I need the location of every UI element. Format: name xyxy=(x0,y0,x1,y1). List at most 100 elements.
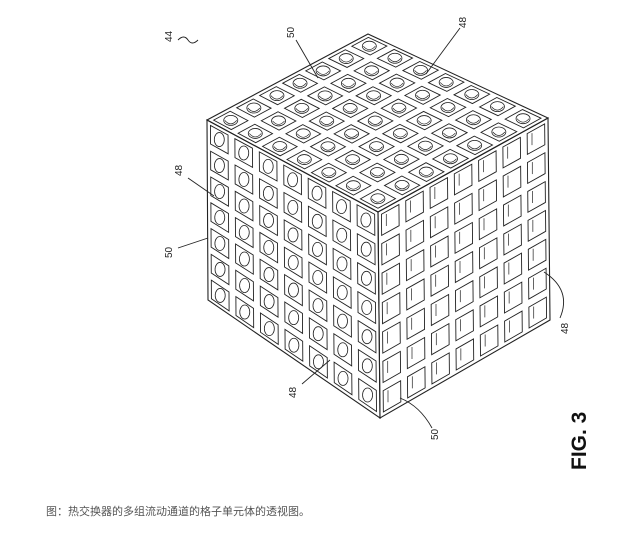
top-face-channel xyxy=(223,114,239,126)
left-face-channel xyxy=(214,288,226,303)
right-face-cell xyxy=(528,296,548,329)
top-face-channel xyxy=(340,77,356,89)
top-face-channel-arc xyxy=(224,120,238,125)
top-face-channel-arc xyxy=(419,145,432,150)
figure-label: FIG. 3 xyxy=(568,412,591,470)
leader-50-top xyxy=(295,39,319,79)
leader-48-right xyxy=(543,271,564,319)
top-face-channel xyxy=(317,90,333,102)
top-face-cell xyxy=(308,111,346,131)
left-face-channel xyxy=(238,172,250,187)
left-face-cell xyxy=(309,344,328,379)
left-face-cell xyxy=(356,203,376,237)
left-face-cell xyxy=(332,276,352,310)
right-face-cell xyxy=(429,176,449,210)
top-face-channel-arc xyxy=(392,107,406,112)
right-face-cell xyxy=(455,309,474,342)
top-face-channel xyxy=(315,65,331,77)
top-face-cell xyxy=(455,135,494,156)
left-face-channel xyxy=(287,227,299,243)
left-face-cell xyxy=(307,177,327,209)
top-face-channel xyxy=(292,77,308,89)
top-face-channel xyxy=(369,167,385,178)
left-face-channel xyxy=(336,227,348,243)
left-face-cell xyxy=(235,269,254,302)
right-face-cell xyxy=(502,194,522,227)
top-face-channel xyxy=(440,102,456,113)
top-face-cell xyxy=(309,136,347,157)
top-face-cell xyxy=(235,98,273,118)
top-face-cell xyxy=(430,123,469,143)
top-face-channel-arc xyxy=(249,133,262,138)
right-face-cell xyxy=(502,136,522,169)
leader-50-left xyxy=(177,237,209,249)
top-face-cell xyxy=(355,86,393,106)
top-face-channel xyxy=(415,89,430,101)
top-face-channel-arc xyxy=(363,45,376,51)
left-face-channel xyxy=(288,337,300,353)
top-face-channel xyxy=(369,141,384,152)
left-face-channel xyxy=(238,198,250,214)
right-face-cell xyxy=(478,208,498,241)
top-face-cell xyxy=(382,149,420,170)
right-face-cell xyxy=(381,291,401,325)
top-face-channel-arc xyxy=(247,107,261,112)
top-face-channel xyxy=(366,90,382,102)
left-face-cells xyxy=(209,124,377,413)
ref-48-top-label: 48 xyxy=(458,16,469,28)
left-face-cell xyxy=(259,177,278,210)
top-face-channel xyxy=(443,153,458,165)
top-face-channel xyxy=(269,90,285,102)
top-face-channel-arc xyxy=(394,133,407,138)
right-face-cell xyxy=(430,322,450,356)
right-face-cell xyxy=(382,321,401,354)
top-face-channel xyxy=(361,40,377,52)
top-face-channel xyxy=(417,140,433,152)
figure-caption: 图：热交换器的多组流动通道的格子单元体的透视图。 xyxy=(46,505,310,518)
top-face-channel-arc xyxy=(516,118,530,123)
left-face-cell xyxy=(333,304,352,338)
left-face-cell xyxy=(333,361,353,396)
left-face-cell xyxy=(210,279,230,312)
left-face-channel xyxy=(263,213,274,228)
top-face-cell xyxy=(383,175,421,196)
left-face-cell xyxy=(308,317,328,351)
top-face-cell xyxy=(480,122,518,142)
top-face-channel-arc xyxy=(365,70,378,75)
top-face-cell xyxy=(329,73,367,93)
right-face-cell xyxy=(478,237,498,270)
left-face-cell xyxy=(259,231,279,264)
top-face-channel xyxy=(247,128,263,139)
left-face-cell xyxy=(234,190,254,222)
left-face-channel xyxy=(312,241,323,257)
top-face-channel-arc xyxy=(370,146,383,151)
top-face-cell xyxy=(453,84,491,105)
top-face-channel-arc xyxy=(417,120,431,125)
left-face-channel xyxy=(287,255,299,270)
top-face-cell xyxy=(380,98,418,118)
top-face-channel xyxy=(367,115,383,127)
top-face-channel xyxy=(345,154,361,166)
top-face-channel-arc xyxy=(414,70,427,75)
right-face-cell xyxy=(455,338,475,371)
right-face-cell xyxy=(479,324,499,357)
left-face-channel xyxy=(214,158,225,173)
left-face-channel xyxy=(262,158,274,174)
left-face-channel xyxy=(362,387,373,403)
left-face-channel xyxy=(312,270,324,285)
left-face-cell xyxy=(357,319,377,354)
left-face-channel xyxy=(361,300,373,315)
top-face-channel xyxy=(393,153,409,165)
top-face-channel xyxy=(442,127,457,139)
top-face-cell xyxy=(258,86,296,106)
right-face-cell xyxy=(478,179,498,212)
left-face-cell xyxy=(283,219,303,251)
top-face-cell xyxy=(261,136,299,157)
top-face-channel xyxy=(320,141,336,153)
left-face-channel xyxy=(214,262,226,277)
left-face-channel xyxy=(263,294,275,309)
left-face-channel xyxy=(312,298,324,314)
left-face-channel xyxy=(288,282,299,298)
top-face-channel-arc xyxy=(388,58,402,63)
